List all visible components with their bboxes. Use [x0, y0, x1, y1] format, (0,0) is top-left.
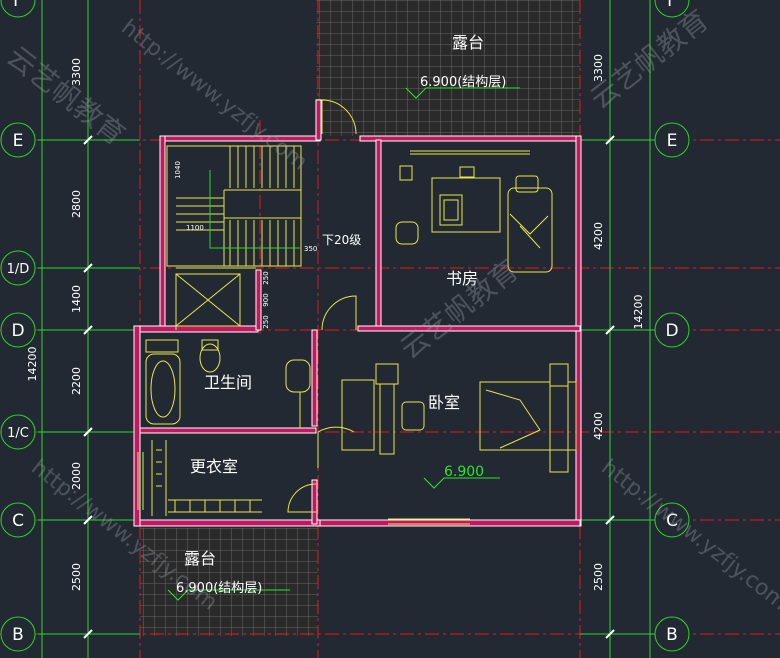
svg-text:F: F — [13, 0, 23, 11]
watermark-url-2: http://www.yzfjy.com — [596, 455, 780, 615]
terrace-top-label: 露台 — [452, 33, 484, 52]
dim-left-total: 14200 — [26, 347, 39, 382]
svg-text:B: B — [666, 625, 678, 645]
svg-text:E: E — [13, 131, 24, 151]
bubble-right-e: E — [654, 122, 690, 158]
bubble-left-1d: 1/D — [0, 250, 36, 286]
bubble-right-d: D — [654, 312, 690, 348]
terrace-bottom-elevation: 6.900(结构层) — [176, 581, 262, 596]
bubble-left-b: B — [0, 616, 36, 652]
svg-text:1/C: 1/C — [7, 426, 29, 441]
dim-left-3: 1400 — [70, 285, 83, 313]
stair-note: 下20级 — [322, 233, 361, 247]
room-labels: 露台 6.900(结构层) 书房 卧室 6.900 卫生间 更衣室 露台 6.9… — [176, 33, 506, 596]
study-label: 书房 — [446, 269, 478, 288]
bathroom-fixtures — [145, 339, 311, 428]
bathroom-label: 卫生间 — [204, 373, 252, 392]
grid-bubbles: F F E E 1/D D D 1/C C C B B — [0, 0, 690, 652]
staircase — [166, 145, 302, 330]
svg-text:1/D: 1/D — [7, 262, 30, 277]
doors — [287, 99, 357, 513]
dim-250b: 250 — [262, 315, 270, 328]
bedroom-furniture — [341, 363, 577, 473]
svg-text:C: C — [12, 511, 24, 531]
bubble-left-e: E — [0, 122, 36, 158]
bedroom-label: 卧室 — [428, 393, 460, 412]
dim-1100: 1100 — [186, 224, 204, 232]
bubble-left-1c: 1/C — [0, 414, 36, 450]
dim-right-3: 4200 — [592, 412, 605, 440]
right-dimension-texts: 3300 4200 4200 2500 14200 — [592, 54, 645, 591]
dim-right-4: 2500 — [592, 563, 605, 591]
bubble-right-c: C — [654, 502, 690, 538]
walls — [133, 99, 582, 527]
dim-right-total: 14200 — [632, 295, 645, 330]
dim-350: 350 — [304, 245, 317, 253]
svg-text:C: C — [666, 511, 678, 531]
dim-right-1: 3300 — [592, 54, 605, 82]
terrace-top-elevation: 6.900(结构层) — [420, 75, 506, 90]
bedroom-elevation: 6.900 — [444, 464, 484, 480]
terrace-top-tiles — [316, 0, 580, 136]
svg-text:D: D — [665, 321, 678, 341]
dim-left-5: 2000 — [70, 462, 83, 490]
dim-left-6: 2500 — [70, 563, 83, 591]
terrace-bottom-tiles — [140, 528, 318, 636]
dim-250a: 250 — [262, 271, 270, 284]
elevation-markers — [167, 87, 520, 601]
svg-text:E: E — [667, 131, 678, 151]
bubble-left-c: C — [0, 502, 36, 538]
bubble-right-b: B — [654, 616, 690, 652]
windows — [137, 150, 530, 525]
bubble-left-f: F — [0, 0, 36, 18]
stair-dimension-texts: 1040 1100 350 250 900 250 — [174, 161, 317, 329]
bubble-left-d: D — [0, 312, 36, 348]
terrace-bottom-label: 露台 — [184, 549, 216, 568]
stair-arrow — [209, 170, 300, 249]
dim-right-2: 4200 — [592, 222, 605, 250]
svg-text:D: D — [11, 321, 24, 341]
dimension-ticks — [83, 135, 615, 639]
bubble-right-f: F — [654, 0, 690, 18]
study-furniture — [395, 165, 553, 273]
closet-fixtures — [151, 440, 262, 516]
svg-text:B: B — [12, 625, 24, 645]
dim-900: 900 — [262, 293, 270, 306]
left-dimension-texts: 3300 2800 1400 2200 2000 2500 14200 — [26, 58, 83, 591]
dim-left-2: 2800 — [70, 190, 83, 218]
dim-left-4: 2200 — [70, 367, 83, 395]
svg-text:F: F — [667, 0, 677, 11]
dim-1040: 1040 — [174, 161, 182, 179]
dim-left-1: 3300 — [70, 58, 83, 86]
closet-label: 更衣室 — [190, 457, 238, 476]
watermark-url-1: http://www.yzfjy.com — [116, 15, 312, 175]
